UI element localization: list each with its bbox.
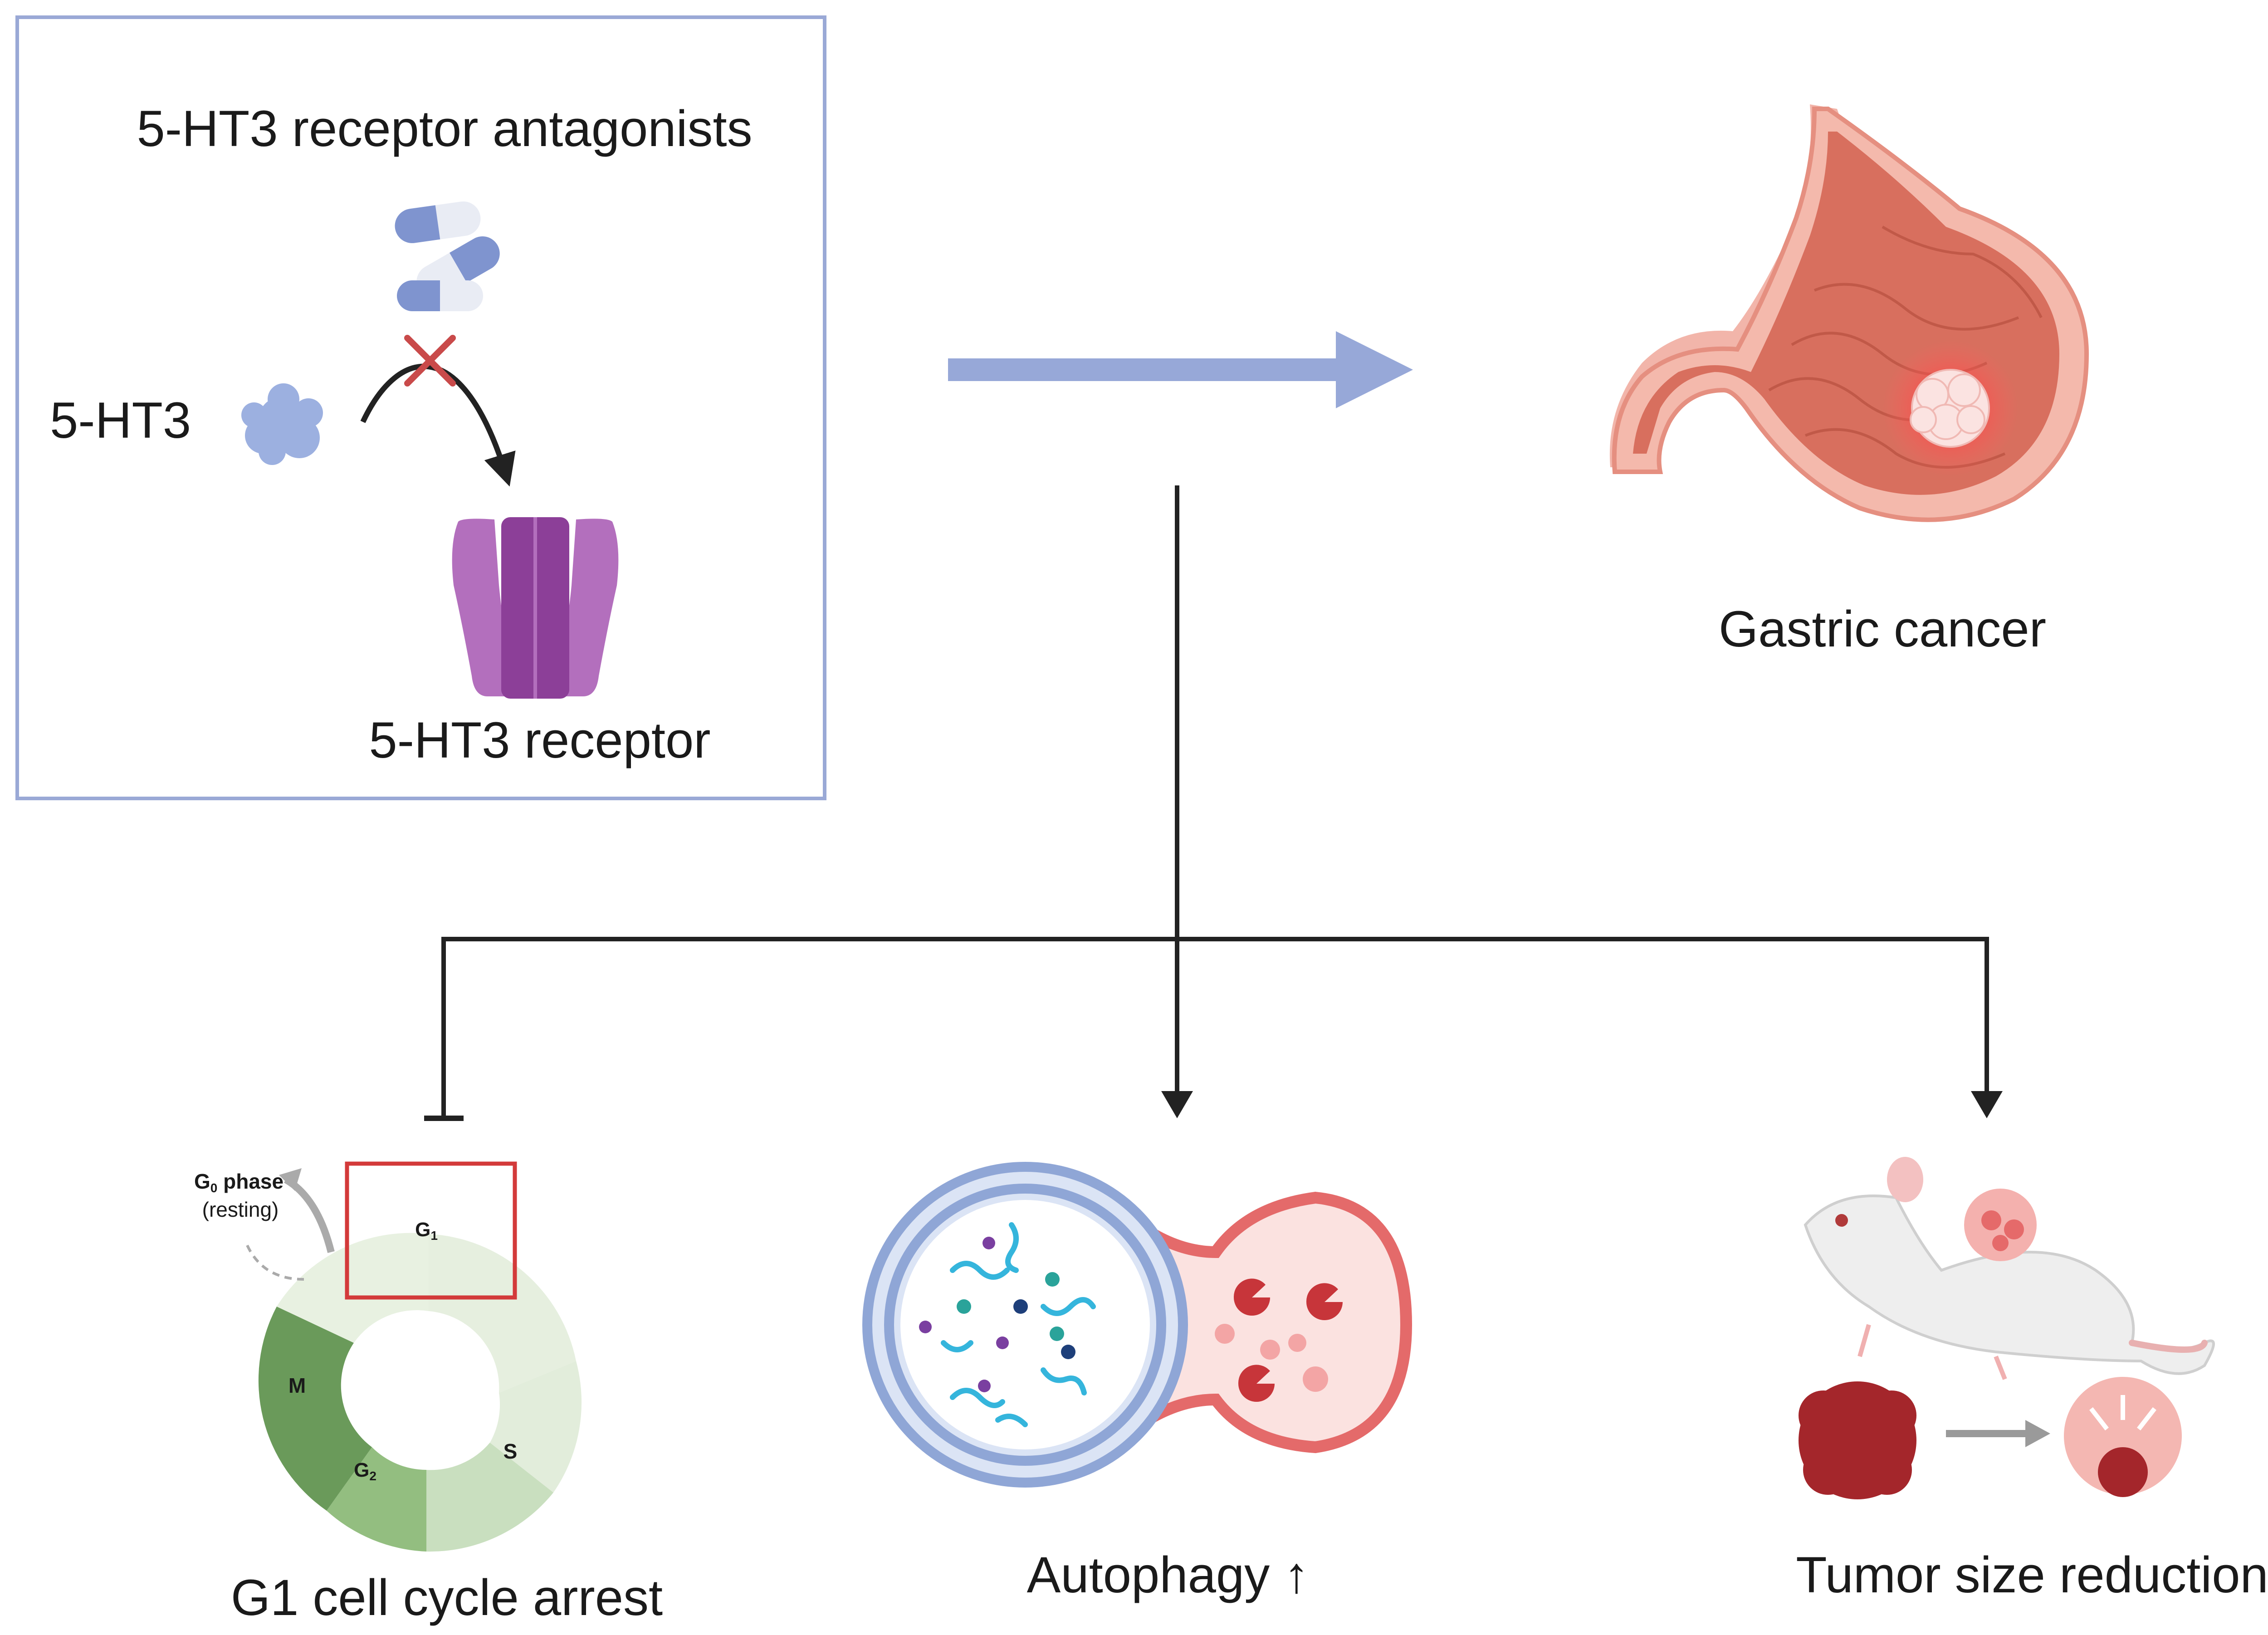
resting-label: (resting) [202,1198,279,1221]
main-arrow [948,331,1413,408]
large-tumor-icon [1799,1381,1916,1499]
g2-label: G2 [354,1459,376,1483]
g1-label: G1 [415,1219,438,1243]
m-label: M [288,1374,306,1397]
reduction-arrow-head [2025,1420,2050,1447]
stomach-icon [1609,104,2089,522]
ligand-label: 5-HT3 [50,392,191,449]
tumor-icon [1910,369,1990,448]
binding-arrow [360,363,516,487]
autophagy-label: Autophagy ↑ [1027,1547,1310,1603]
antagonists-title: 5-HT3 receptor antagonists [137,100,752,157]
pill-icon [395,201,500,311]
gastric-cancer-label: Gastric cancer [1719,601,2046,657]
cell-cycle-icon [246,1168,582,1552]
branch-connectors [441,485,1989,1118]
serotonin-molecule-icon [241,383,323,465]
tumor-reduction-label: Tumor size reduction [1796,1547,2268,1603]
block-x-icon [404,335,456,387]
g1-highlight-box [345,1161,517,1300]
antagonist-panel [15,15,826,800]
arrow-head-autophagy [1161,1091,1193,1118]
mouse-icon [1804,1157,2215,1380]
autophagy-icon [862,1162,1413,1488]
g0-phase-label: G0 phase [194,1170,284,1195]
shrinking-tumor-icon [2064,1377,2182,1497]
arrow-head-tumor [1971,1091,2003,1118]
receptor-icon [452,517,619,699]
receptor-label: 5-HT3 receptor [369,712,710,769]
g1-arrest-label: G1 cell cycle arrest [231,1569,663,1626]
s-label: S [503,1439,518,1463]
